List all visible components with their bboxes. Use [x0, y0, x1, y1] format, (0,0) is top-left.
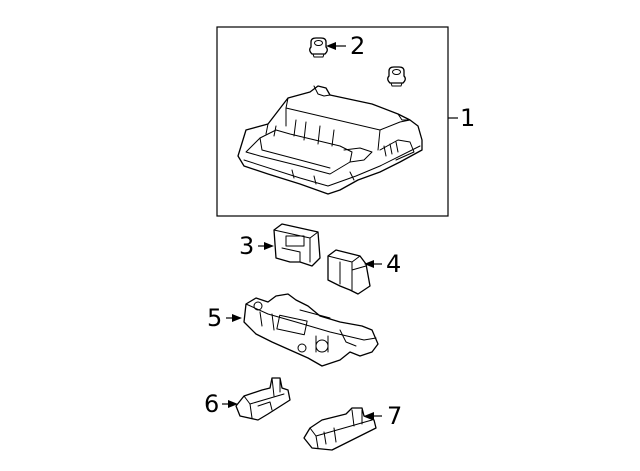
leader-2 — [326, 42, 346, 50]
leader-3 — [258, 242, 274, 250]
callout-5[interactable]: 5 — [207, 304, 222, 332]
leader-4 — [364, 260, 382, 268]
callout-1[interactable]: 1 — [460, 104, 475, 132]
part-6-lens[interactable] — [235, 377, 291, 421]
leader-5 — [226, 314, 242, 322]
part-4-socket[interactable] — [327, 249, 371, 295]
part-2-clip-secondary[interactable] — [387, 66, 406, 87]
part-3-connector[interactable] — [273, 223, 321, 267]
callout-2[interactable]: 2 — [350, 32, 365, 60]
part-1-console-housing[interactable] — [237, 85, 423, 195]
callout-7[interactable]: 7 — [387, 402, 402, 430]
assembly-frame — [216, 26, 449, 217]
leader-7 — [364, 412, 382, 420]
part-5-base-bracket[interactable] — [243, 293, 379, 367]
leader-6 — [222, 400, 238, 408]
callout-4[interactable]: 4 — [386, 250, 401, 278]
callout-3[interactable]: 3 — [239, 232, 254, 260]
callout-6[interactable]: 6 — [204, 390, 219, 418]
part-2-clip[interactable] — [309, 37, 328, 58]
part-7-lens-cover[interactable] — [303, 407, 377, 451]
